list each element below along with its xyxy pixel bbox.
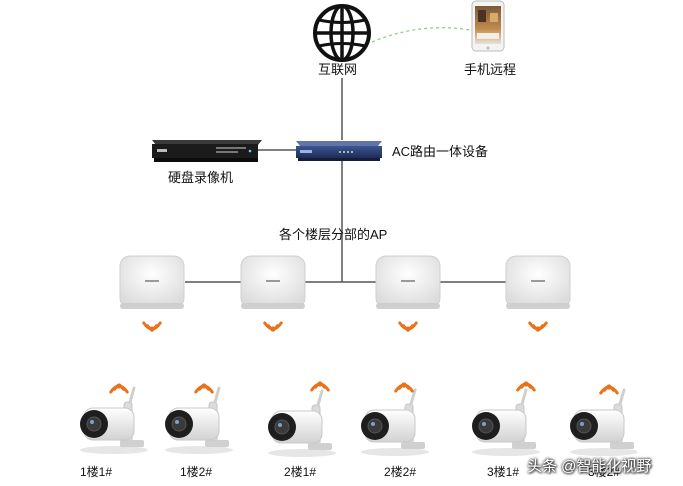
camera-label: 1楼2#	[180, 465, 213, 479]
wifi-signal-icon	[394, 382, 414, 393]
phone-label: 手机远程	[464, 62, 517, 77]
wifi-signal-icon	[109, 383, 129, 394]
access-point-icon	[505, 255, 571, 309]
watermark: 头条 @智能化视野	[527, 458, 652, 475]
cameras	[80, 381, 638, 457]
ap-group-label: 各个楼层分部的AP	[279, 227, 388, 242]
camera-label: 3楼2#	[588, 465, 621, 479]
wifi-signal-icon	[528, 321, 548, 332]
globe-icon	[313, 4, 371, 62]
wifi-signal-icon	[263, 321, 283, 332]
wifi-signal-icon	[516, 381, 536, 392]
internet-label: 互联网	[318, 62, 358, 77]
camera-label: 2楼1#	[284, 465, 317, 479]
wifi-signal-icon	[398, 321, 418, 332]
wifi-signal-icon	[194, 383, 214, 394]
camera-label: 3楼1#	[487, 465, 520, 479]
camera-icon	[165, 386, 233, 454]
nvr-device-icon	[152, 140, 262, 162]
camera-icon	[570, 388, 638, 456]
camera-icon	[268, 389, 336, 457]
camera-icon	[80, 386, 148, 454]
wifi-signal-icon	[142, 321, 162, 332]
connection-lines	[185, 78, 508, 283]
access-point-icon	[240, 255, 306, 309]
wifi-signal-icon	[599, 384, 619, 395]
nvr-label: 硬盘录像机	[168, 170, 234, 185]
wifi-signal-icon	[310, 381, 330, 392]
access-point-icon	[119, 255, 185, 309]
camera-icon	[472, 388, 540, 456]
camera-icon	[361, 388, 429, 456]
router-label: AC路由一体设备	[392, 144, 489, 159]
smartphone-icon	[471, 0, 505, 52]
wireless-link-dashed	[371, 27, 471, 43]
router-device-icon	[296, 141, 382, 161]
camera-label: 1楼1#	[80, 465, 113, 479]
access-points	[119, 255, 571, 332]
camera-label: 2楼2#	[384, 465, 417, 479]
access-point-icon	[375, 255, 441, 309]
